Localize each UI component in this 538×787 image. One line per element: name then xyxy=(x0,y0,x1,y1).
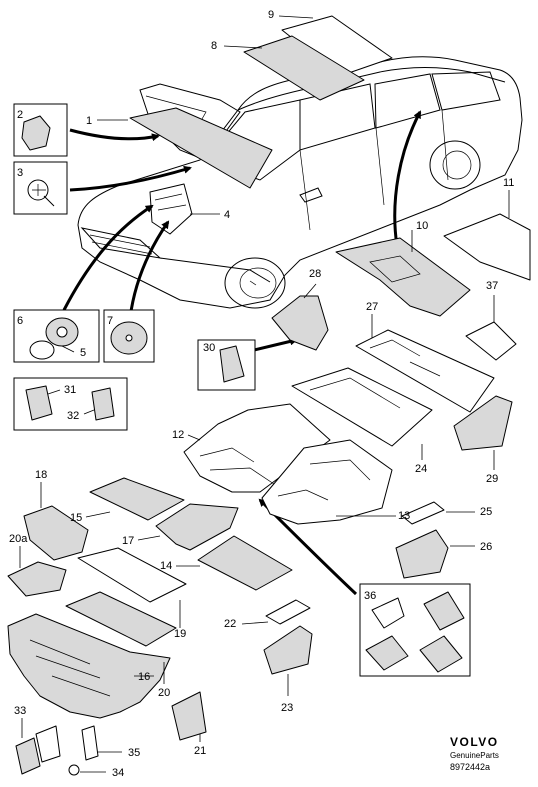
bracket-33 xyxy=(15,737,41,775)
insulation-20a xyxy=(7,561,67,597)
callout-7: 7 xyxy=(107,315,113,327)
floor-mat-10 xyxy=(335,237,471,317)
pad-36a xyxy=(371,597,405,629)
callout-28: 28 xyxy=(309,268,321,280)
callout-27: 27 xyxy=(366,301,378,313)
callout-6: 6 xyxy=(17,315,23,327)
diagram-code: 8972442a xyxy=(450,762,490,772)
callout-5: 5 xyxy=(80,347,86,359)
callout-14: 14 xyxy=(160,560,172,572)
callout-29: 29 xyxy=(486,473,498,485)
carpet-13 xyxy=(261,439,393,525)
callout-8: 8 xyxy=(211,40,217,52)
car-illustration xyxy=(77,56,523,309)
callout-11: 11 xyxy=(503,177,514,189)
pad-17 xyxy=(155,503,239,551)
callout-32: 32 xyxy=(67,410,79,422)
callout-26: 26 xyxy=(480,541,492,553)
pad-36b xyxy=(423,591,465,631)
pad-36d xyxy=(419,635,463,673)
pad-37 xyxy=(465,321,517,361)
callout-37: 37 xyxy=(486,280,498,292)
callout-21: 21 xyxy=(194,745,206,757)
callout-10: 10 xyxy=(416,220,428,232)
panel-23 xyxy=(263,625,313,675)
callout-19: 19 xyxy=(174,628,186,640)
sunroof-panel-8 xyxy=(243,35,365,101)
bolt-34 xyxy=(68,764,80,776)
callout-18: 18 xyxy=(35,469,47,481)
bracket-4 xyxy=(149,183,193,235)
insulation-18 xyxy=(23,505,89,561)
callout-1: 1 xyxy=(86,115,92,127)
callout-24: 24 xyxy=(415,463,427,475)
clip-30 xyxy=(219,345,245,383)
pad-36c xyxy=(365,635,409,671)
pad-21 xyxy=(171,691,207,741)
floor-insulation-27 xyxy=(355,329,495,413)
clip-32 xyxy=(91,387,115,421)
bracket-33b xyxy=(35,725,61,763)
callout-15: 15 xyxy=(70,512,82,524)
callout-22: 22 xyxy=(224,618,236,630)
callout-33: 33 xyxy=(14,705,26,717)
strip-22 xyxy=(265,599,311,625)
panel-28 xyxy=(271,295,329,351)
brand-logo: VOLVO xyxy=(450,735,499,749)
bulkhead-16 xyxy=(7,613,171,719)
insulation-19-upper xyxy=(77,547,187,603)
pad-15 xyxy=(89,477,185,521)
callout-labels: 1 2 3 4 5 6 7 8 9 10 11 12 13 14 15 16 1… xyxy=(9,9,514,779)
callout-16: 16 xyxy=(138,671,150,683)
panel-26 xyxy=(395,529,449,579)
callout-17: 17 xyxy=(122,535,134,547)
callout-36: 36 xyxy=(364,590,376,602)
panel-29 xyxy=(453,395,513,451)
insulation-19 xyxy=(65,591,177,647)
callout-12: 12 xyxy=(172,429,184,441)
callout-3: 3 xyxy=(17,167,23,179)
callout-31: 31 xyxy=(64,384,76,396)
mat-11 xyxy=(443,213,531,281)
clip-31 xyxy=(25,385,53,421)
callout-13: 13 xyxy=(398,510,410,522)
floor-insulation-24 xyxy=(291,367,433,447)
brand-block: VOLVO GenuineParts 8972442a xyxy=(450,735,499,772)
hood-insulation-1 xyxy=(129,107,273,189)
callout-9: 9 xyxy=(268,9,274,21)
strip-25 xyxy=(401,501,445,525)
callout-35: 35 xyxy=(128,747,140,759)
callout-4: 4 xyxy=(224,209,230,221)
clip-2 xyxy=(21,115,51,151)
cap-5 xyxy=(29,340,55,360)
callout-2: 2 xyxy=(17,109,23,121)
callout-20a: 20a xyxy=(9,533,28,545)
brand-tagline: GenuineParts xyxy=(450,751,499,760)
pad-14 xyxy=(197,535,293,591)
callout-23: 23 xyxy=(281,702,293,714)
callout-30: 30 xyxy=(203,342,215,354)
callout-25: 25 xyxy=(480,506,492,518)
callout-34: 34 xyxy=(112,767,124,779)
callout-20: 20 xyxy=(158,687,170,699)
clip-35 xyxy=(81,725,99,761)
